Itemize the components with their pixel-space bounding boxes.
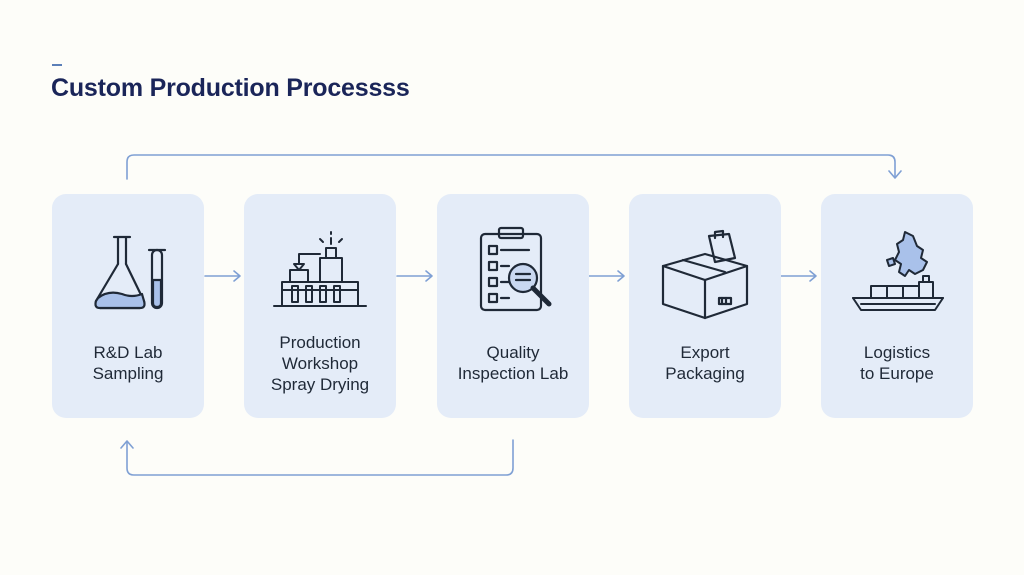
arrow-3-4 [588,270,625,282]
arrow-4-5 [780,270,817,282]
step-card-logistics: Logistics to Europe [821,194,973,418]
step-label: Quality Inspection Lab [457,343,569,383]
box-icon [661,229,749,320]
clipboard-magnifier-icon [479,226,552,312]
step-label: Export Packaging [665,343,745,383]
page-title: Custom Production Processss [51,74,410,102]
step-label: R&D Lab Sampling [92,343,164,383]
flask-icon [94,235,167,310]
step-card-quality: Quality Inspection Lab [437,194,589,418]
title-accent-dash [52,64,62,66]
step-label: Production Workshop Spray Drying [270,333,370,394]
step-card-rd-lab: R&D Lab Sampling [52,194,204,418]
step-card-packaging: Export Packaging [629,194,781,418]
step-card-production: Production Workshop Spray Drying [244,194,396,418]
arrow-2-3 [396,270,433,282]
step-label: Logistics to Europe [860,343,934,383]
bottom-loop-arrowhead [120,440,134,449]
arrow-1-2 [204,270,241,282]
spray-dryer-icon [273,231,367,307]
top-loop-connector [126,154,896,180]
bottom-loop-connector [126,439,514,476]
top-loop-arrowhead [888,170,902,179]
cargo-ship-icon [852,231,944,311]
